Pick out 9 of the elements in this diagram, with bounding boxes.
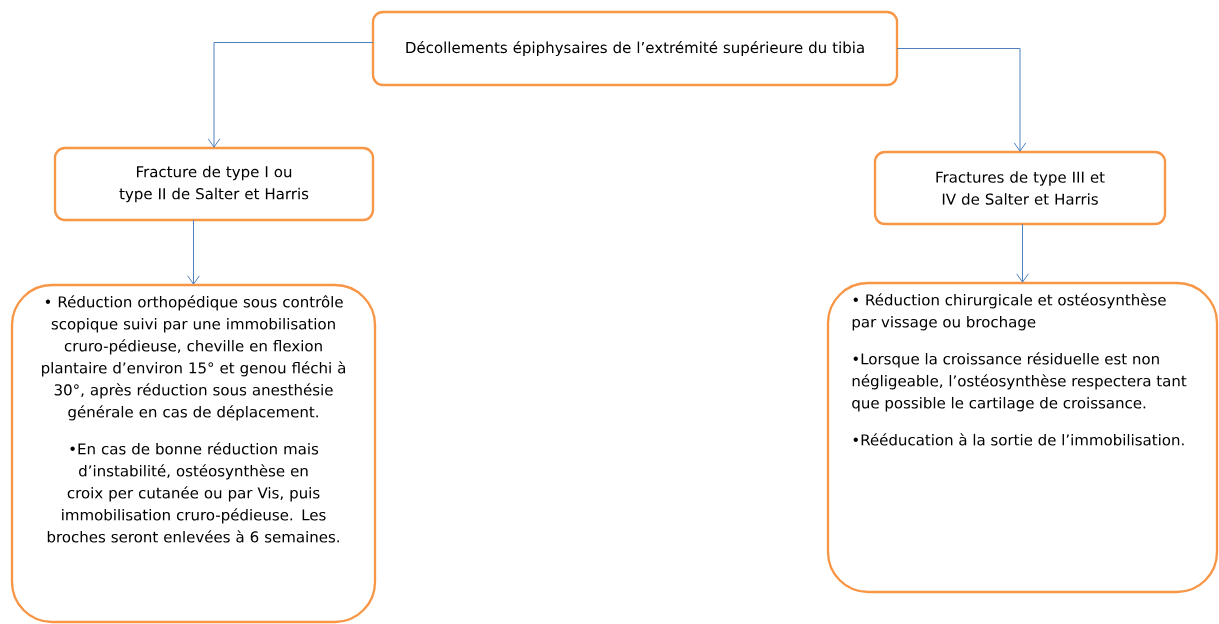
arrow xyxy=(207,42,374,148)
treatment-box: • Réduction orthopédique sous contrôle scopique suivi par une immobilisation cruro-pédieuse, cheville en flexion plantaire d’environ 15° et genou fléchi à 30°, après réduction sous anesthésie générale en cas de déplacement. •En cas de bonne réduction mais d’instabilité, ostéosynthèse en croix per cutanée ou par Vis, puis immobilisation cruro-pédieuse. Les broches seront enlevées à 6 semaines. xyxy=(10,283,377,624)
arrow xyxy=(896,48,1027,152)
arrow xyxy=(187,219,200,285)
category-box: Fractures de type III et IV de Salter et Harris xyxy=(873,150,1167,226)
title-box: Décollements épiphysaires de l’extrémité supérieure du tibia xyxy=(371,10,899,87)
arrow xyxy=(1016,223,1029,283)
treatment-box: • Réduction chirurgicale et ostéosynthèse par vissage ou brochage •Lorsque la croissance résiduelle est non négligeable, l’ostéosynthèse respectera tant que possible le cartilage de croissance. •Rééducation à la sortie de l’immobilisation. xyxy=(826,281,1219,594)
category-box: Fracture de type I ou type II de Salter et Harris xyxy=(53,146,375,222)
